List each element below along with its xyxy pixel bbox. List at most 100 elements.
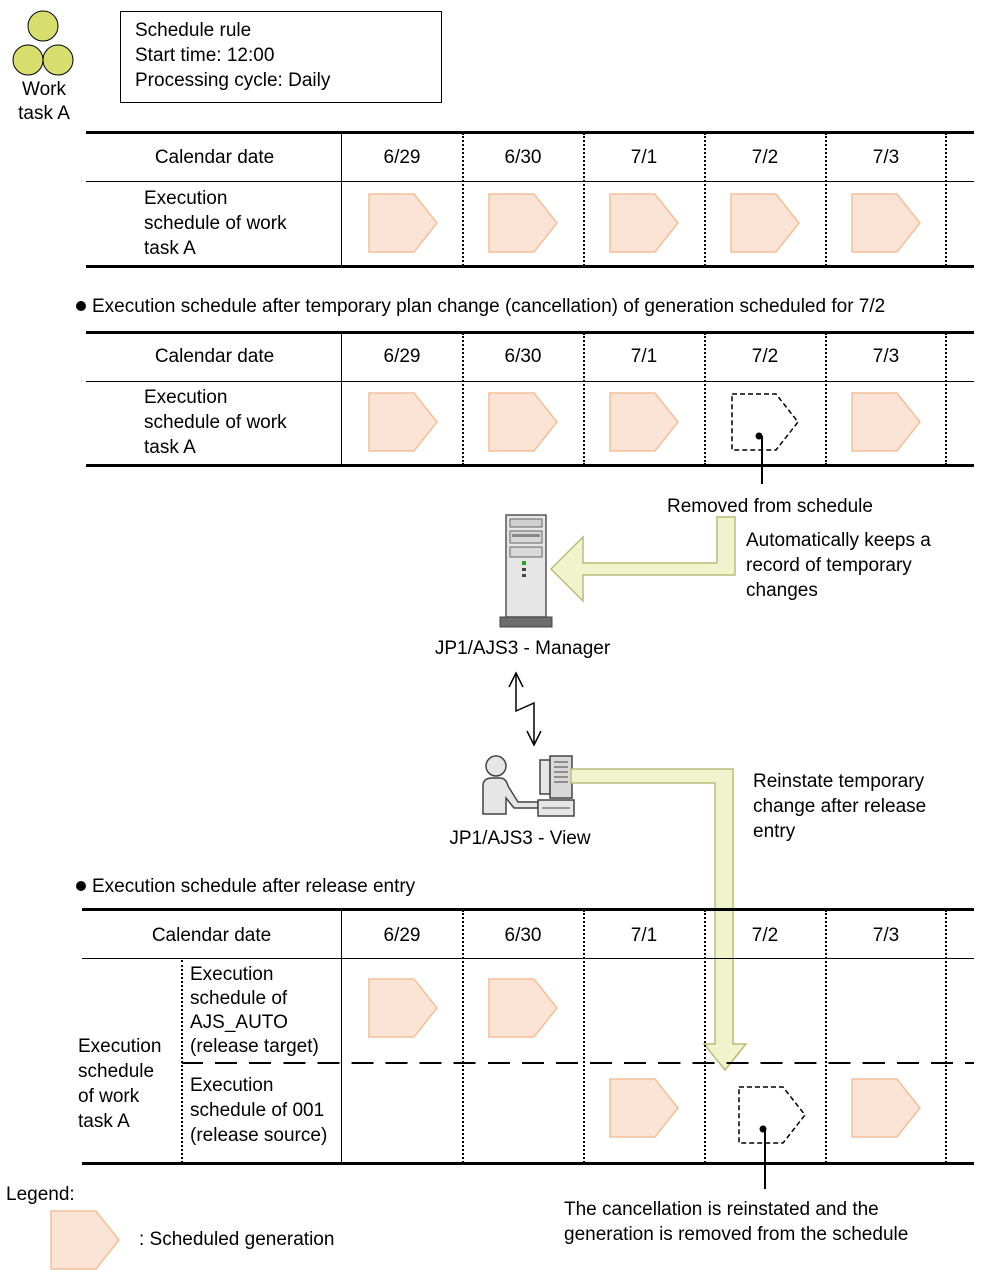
table3-header-label: Calendar date [151,925,272,946]
table3-date: 6/29 [383,925,421,946]
table1-col-divider [704,133,706,266]
table2-label-divider [341,333,342,465]
table1-date: 7/3 [872,147,900,168]
table1-row-label: Execution [144,188,228,209]
schedule-rule-start-time: Start time: 12:00 [135,45,275,66]
work-task-icon [12,10,74,76]
scheduled-generation-icon [851,193,921,253]
table3-group-label: task A [78,1111,130,1132]
server-icon [499,514,553,628]
table3-group-label: Execution [78,1036,162,1057]
table3-sub2-label: Execution [190,1075,274,1096]
table3-header-divider [82,958,974,959]
table3-date: 7/3 [872,925,900,946]
table2-col-divider [704,333,706,465]
table1-col-divider [825,133,827,266]
table3-bottom-border [82,1162,974,1165]
schedule-rule-box [120,11,442,103]
work-task-label-1: Work [22,79,66,100]
table2-bottom-border [86,464,974,467]
table3-date: 7/2 [751,925,779,946]
table1-date: 7/2 [751,147,779,168]
table2-col-divider [825,333,827,465]
bottom-note: generation is removed from the schedule [564,1224,909,1245]
table2-col-divider [462,333,464,465]
table2-top-border [86,331,974,334]
table3-col-divider [704,910,706,1163]
table3-label-divider [341,910,342,1163]
scheduled-generation-icon [488,193,558,253]
scheduled-generation-icon [609,1078,679,1138]
scheduled-generation-icon [368,392,438,452]
view-note: Reinstate temporary [753,771,925,792]
table3-subrow-divider [182,1062,974,1064]
removed-leader-line [761,436,763,484]
legend-scheduled-generation: : Scheduled generation [139,1229,335,1250]
table2-col-divider [583,333,585,465]
schedule-rule-cycle: Processing cycle: Daily [135,70,331,91]
bullet-icon [76,881,86,891]
legend-generation-icon [50,1210,120,1270]
table1-row-label: schedule of work [144,213,287,234]
table2-date: 7/2 [751,346,779,367]
scheduled-generation-icon [368,193,438,253]
table3-group-label: schedule [78,1061,155,1082]
scheduled-generation-icon [488,978,558,1038]
table3-sublabel-divider [181,960,183,1163]
removed-from-schedule-note: Removed from schedule [667,496,873,517]
reinstated-leader-line [764,1129,766,1189]
table3-group-label: of work [78,1086,140,1107]
scheduled-generation-icon [609,193,679,253]
bullet-icon [76,301,86,311]
table1-col-divider [945,133,947,266]
table2-row-label: schedule of work [144,412,287,433]
view-note: entry [753,821,796,842]
communication-icon [508,671,542,747]
table2-row-label: task A [144,437,196,458]
table3-col-divider [462,910,464,1163]
table1-date: 7/1 [630,147,658,168]
table2-date: 6/30 [504,346,542,367]
table1-bottom-border [86,265,974,268]
table3-sub2-label: schedule of 001 [190,1100,325,1121]
table3-date: 7/1 [630,925,658,946]
legend-title: Legend: [6,1184,75,1205]
manager-label: JP1/AJS3 - Manager [434,638,611,659]
table1-date: 6/30 [504,147,542,168]
table3-col-divider [945,910,947,1163]
manager-note: Automatically keeps a [746,530,931,551]
table3-sub2-label: (release source) [190,1125,328,1146]
table2-header-label: Calendar date [154,346,275,367]
work-task-label-2: task A [18,103,70,124]
table3-top-border [82,908,974,911]
scheduled-generation-icon [730,193,800,253]
table2-header-divider [86,381,974,382]
table1-top-border [86,131,974,134]
table1-header-label: Calendar date [154,147,275,168]
cancelled-generation-icon [731,393,799,451]
scheduled-generation-icon [609,392,679,452]
scheduled-generation-icon [851,1078,921,1138]
table3-sub1-label: schedule of [190,988,288,1009]
table1-col-divider [583,133,585,266]
section3-title: Execution schedule after release entry [92,876,416,897]
scheduled-generation-icon [851,392,921,452]
view-note: change after release [753,796,927,817]
user-workstation-icon [482,755,575,817]
table3-col-divider [583,910,585,1163]
view-label: JP1/AJS3 - View [449,828,591,849]
section2-title: Execution schedule after temporary plan … [92,296,886,317]
scheduled-generation-icon [368,978,438,1038]
table2-col-divider [945,333,947,465]
table2-row-label: Execution [144,387,228,408]
table3-col-divider [825,910,827,1163]
table1-header-divider [86,181,974,182]
table2-date: 7/3 [872,346,900,367]
scheduled-generation-icon [488,392,558,452]
table3-sub1-label: AJS_AUTO [190,1012,288,1033]
table3-sub1-label: Execution [190,964,274,985]
table3-date: 6/30 [504,925,542,946]
cancelled-generation-icon [738,1086,806,1144]
table2-date: 7/1 [630,346,658,367]
